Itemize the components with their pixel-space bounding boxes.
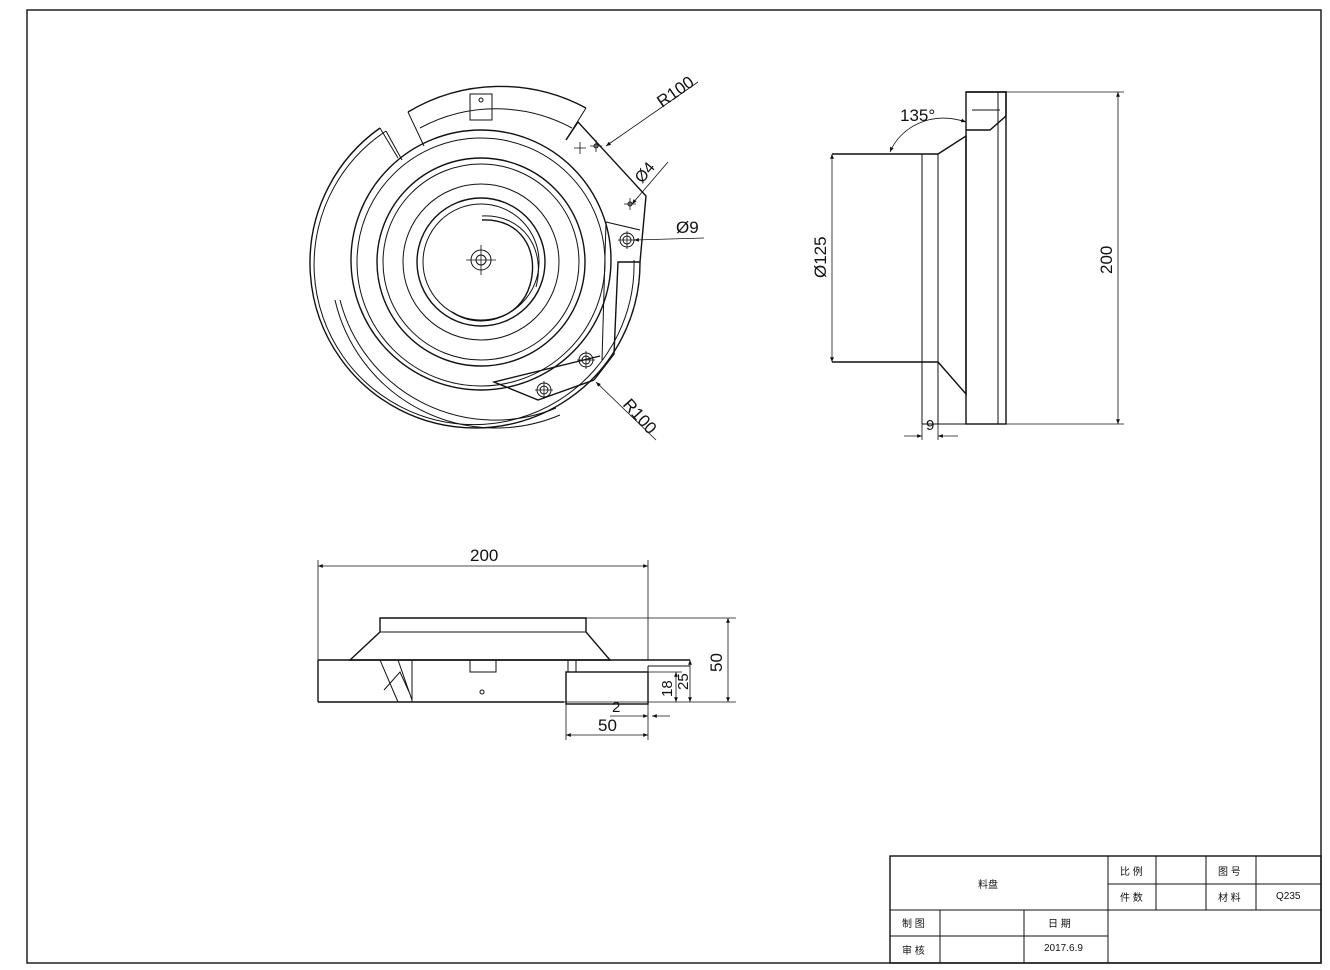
dim-step-18: 18: [659, 680, 676, 697]
checked-label: 审 核: [902, 944, 925, 957]
dim-hole-small: Ø4: [632, 159, 659, 186]
part-name: 料盘: [978, 878, 998, 891]
large-hole-2: [577, 351, 595, 369]
dim-r100-lower: R100: [619, 395, 660, 438]
small-holes: [574, 140, 636, 210]
side-view: 200 Ø125 9 135°: [811, 91, 1124, 440]
sheet-border: [26, 9, 1322, 964]
dim-front-height: 50: [707, 653, 726, 672]
scale-label: 比 例: [1120, 865, 1143, 878]
dim-bowl-diameter: Ø125: [811, 236, 830, 278]
material-label: 材 料: [1218, 891, 1241, 904]
date-value: 2017.6.9: [1044, 943, 1083, 954]
dim-plate-thickness: 9: [926, 417, 934, 434]
large-hole-1: [618, 231, 636, 249]
large-hole-3: [535, 381, 553, 399]
dim-step-25: 25: [675, 673, 692, 690]
material-value: Q235: [1276, 891, 1301, 902]
title-block: 料盘 比 例 件 数 图 号 材 料 Q235 制 图 审 核 日 期 2017…: [889, 855, 1322, 964]
date-label: 日 期: [1048, 918, 1071, 930]
dim-front-width: 200: [470, 546, 498, 565]
dim-side-height: 200: [1097, 246, 1116, 274]
top-view: R100 Ø4 Ø9 R100: [309, 72, 705, 441]
front-view: 200 50 25 18 50 2: [317, 546, 736, 740]
dim-hole-large: Ø9: [676, 218, 699, 237]
dim-bracket-width: 50: [598, 716, 617, 735]
drawn-label: 制 图: [902, 917, 925, 930]
dim-gap: 2: [612, 699, 620, 716]
dim-r100-upper: R100: [653, 72, 697, 111]
dim-chamfer-angle: 135°: [900, 106, 935, 125]
quantity-label: 件 数: [1120, 891, 1143, 904]
drawing-no-label: 图 号: [1218, 866, 1241, 878]
